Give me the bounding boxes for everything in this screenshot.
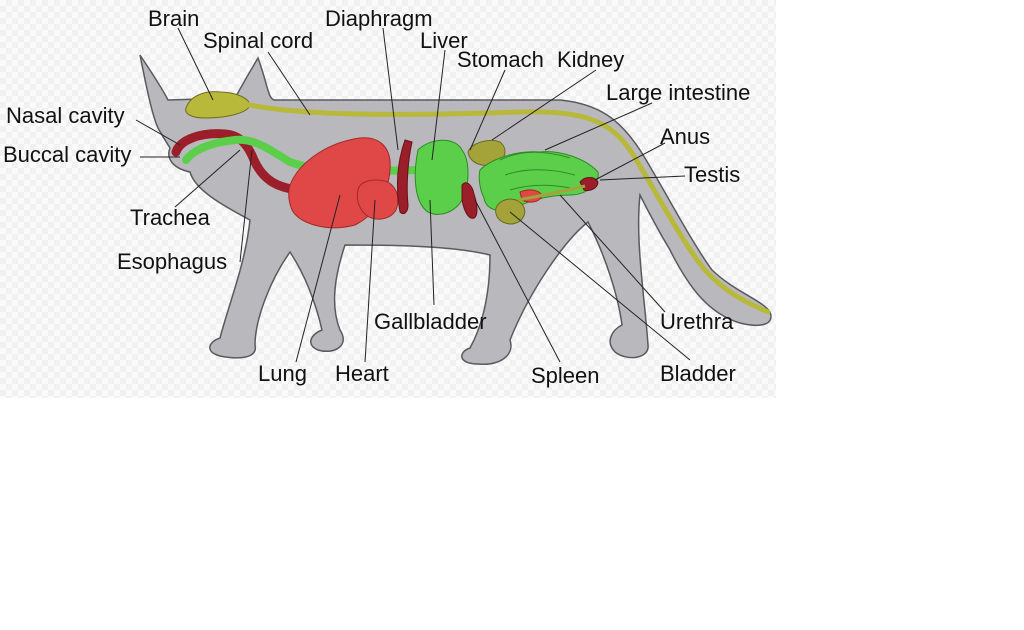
label-testis: Testis (684, 162, 740, 187)
label-bladder: Bladder (660, 361, 736, 386)
label-stomach: Stomach (457, 47, 544, 72)
stomach-shape (467, 139, 506, 166)
label-large-intestine: Large intestine (606, 80, 750, 105)
spinal-cord-shape (242, 101, 771, 315)
leader-brain (177, 27, 214, 101)
leader-nasal-cavity (135, 119, 181, 146)
label-diaphragm: Diaphragm (325, 6, 433, 31)
label-trachea: Trachea (130, 205, 211, 230)
label-urethra: Urethra (660, 309, 734, 334)
leader-kidney (491, 69, 597, 141)
label-esophagus: Esophagus (117, 249, 227, 274)
leader-heart (364, 199, 376, 363)
leader-trachea (174, 149, 241, 208)
label-lung: Lung (258, 361, 307, 386)
label-gallbladder: Gallbladder (374, 309, 487, 334)
label-spinal-cord: Spinal cord (203, 28, 313, 53)
leader-urethra (559, 194, 666, 313)
leader-testis (599, 175, 686, 181)
leader-spinal-cord (267, 51, 311, 116)
heart-shape (356, 179, 399, 220)
spleen-shape (461, 182, 478, 219)
label-anus: Anus (660, 124, 710, 149)
label-brain: Brain (148, 6, 199, 31)
leader-anus (594, 142, 666, 181)
label-liver: Liver (420, 28, 468, 53)
leader-large-intestine (544, 102, 653, 151)
leader-liver (431, 49, 446, 161)
leader-gallbladder (429, 199, 435, 306)
urethra-shape (517, 184, 586, 202)
large-intestine-coil (499, 151, 576, 191)
leader-spleen (474, 199, 561, 363)
label-buccal-cavity: Buccal cavity (3, 142, 131, 167)
label-heart: Heart (335, 361, 389, 386)
liver-shape (414, 139, 469, 215)
diaphragm-shape (397, 139, 413, 215)
leader-diaphragm (382, 27, 399, 151)
label-spleen: Spleen (531, 363, 600, 388)
leader-esophagus (239, 149, 253, 263)
label-nasal-cavity: Nasal cavity (6, 103, 125, 128)
leader-bladder (509, 211, 691, 361)
label-kidney: Kidney (557, 47, 624, 72)
leader-lung (295, 194, 341, 363)
leader-stomach (469, 69, 506, 151)
leader-lines (135, 27, 691, 363)
